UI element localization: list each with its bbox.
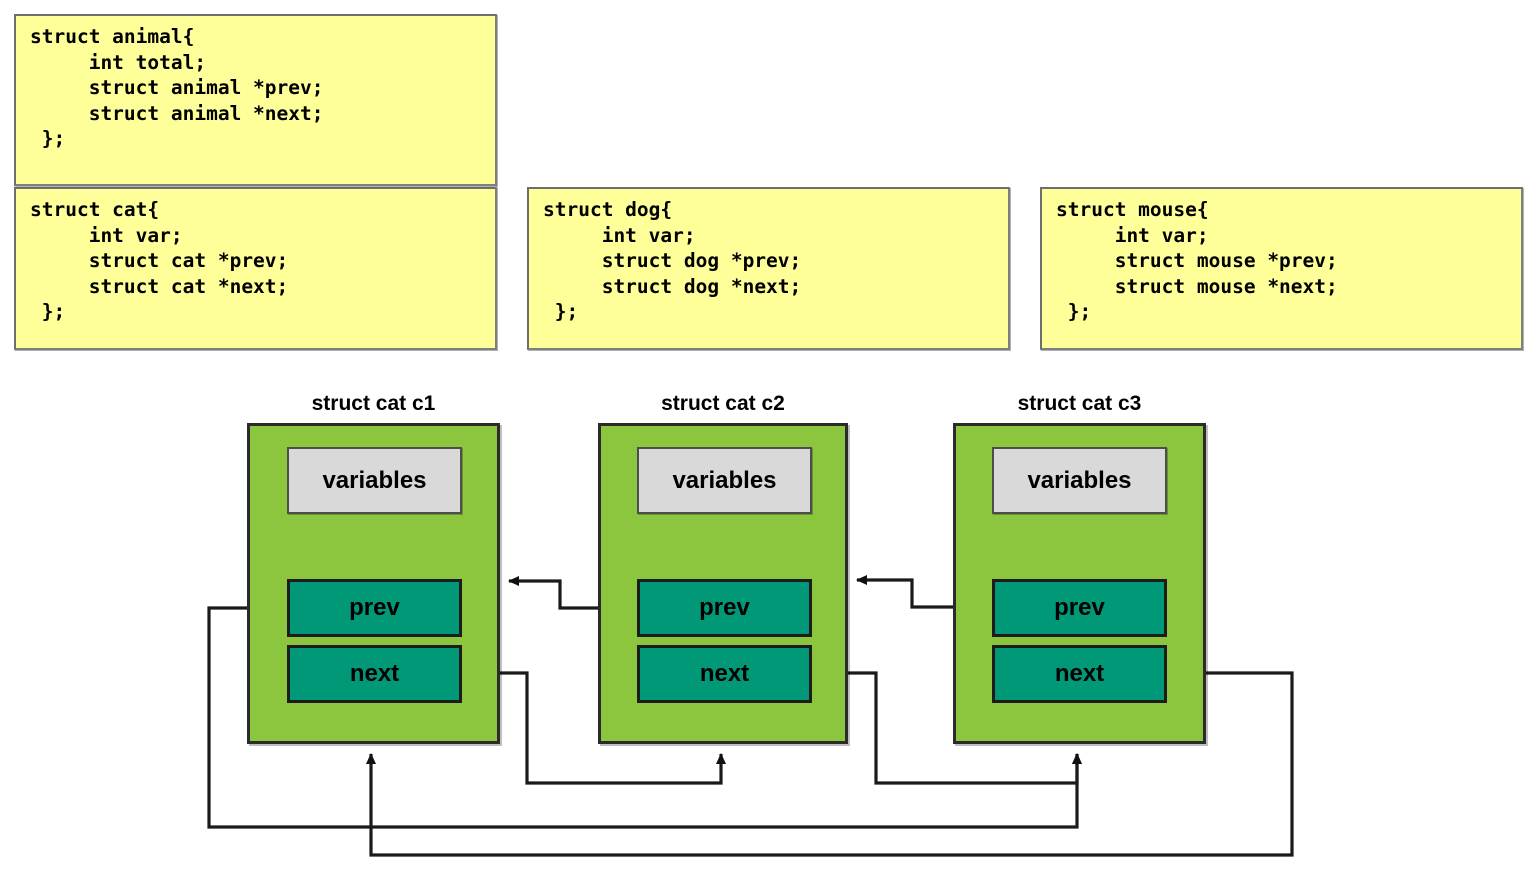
variables-box-c3[interactable]: variables bbox=[992, 447, 1167, 514]
next-pointer-c1[interactable]: next bbox=[287, 645, 462, 703]
struct-animal-code-box: struct animal{ int total; struct animal … bbox=[14, 14, 497, 186]
next-pointer-c2[interactable]: next bbox=[637, 645, 812, 703]
struct-dog-code-box: struct dog{ int var; struct dog *prev; s… bbox=[527, 187, 1010, 350]
prev-pointer-c3[interactable]: prev bbox=[992, 579, 1167, 637]
prev-pointer-c1[interactable]: prev bbox=[287, 579, 462, 637]
struct-cat-code-box: struct cat{ int var; struct cat *prev; s… bbox=[14, 187, 497, 350]
next-pointer-c3[interactable]: next bbox=[992, 645, 1167, 703]
wire-c1-prev-to-c3 bbox=[207, 606, 1082, 829]
node-c2[interactable]: variables prev next bbox=[598, 423, 848, 744]
struct-animal-code: struct animal{ int total; struct animal … bbox=[30, 25, 324, 150]
node-c1[interactable]: variables prev next bbox=[247, 423, 500, 744]
struct-dog-code: struct dog{ int var; struct dog *prev; s… bbox=[543, 198, 802, 323]
variables-box-c1[interactable]: variables bbox=[287, 447, 462, 514]
node-title-c2: struct cat c2 bbox=[661, 392, 785, 415]
wire-c3-prev-to-c2 bbox=[856, 575, 989, 609]
node-title-c1: struct cat c1 bbox=[311, 392, 436, 415]
struct-mouse-code: struct mouse{ int var; struct mouse *pre… bbox=[1056, 198, 1338, 323]
struct-mouse-code-box: struct mouse{ int var; struct mouse *pre… bbox=[1040, 187, 1523, 350]
prev-pointer-c2[interactable]: prev bbox=[637, 579, 812, 637]
struct-cat-code: struct cat{ int var; struct cat *prev; s… bbox=[30, 198, 289, 323]
node-title-c3: struct cat c3 bbox=[1017, 392, 1142, 415]
variables-box-c2[interactable]: variables bbox=[637, 447, 812, 514]
wire-c1-next-to-c2 bbox=[459, 671, 726, 785]
node-c3[interactable]: variables prev next bbox=[953, 423, 1206, 744]
wire-c2-prev-to-c1 bbox=[508, 576, 634, 610]
wire-c3-next-to-c1 bbox=[366, 671, 1294, 857]
